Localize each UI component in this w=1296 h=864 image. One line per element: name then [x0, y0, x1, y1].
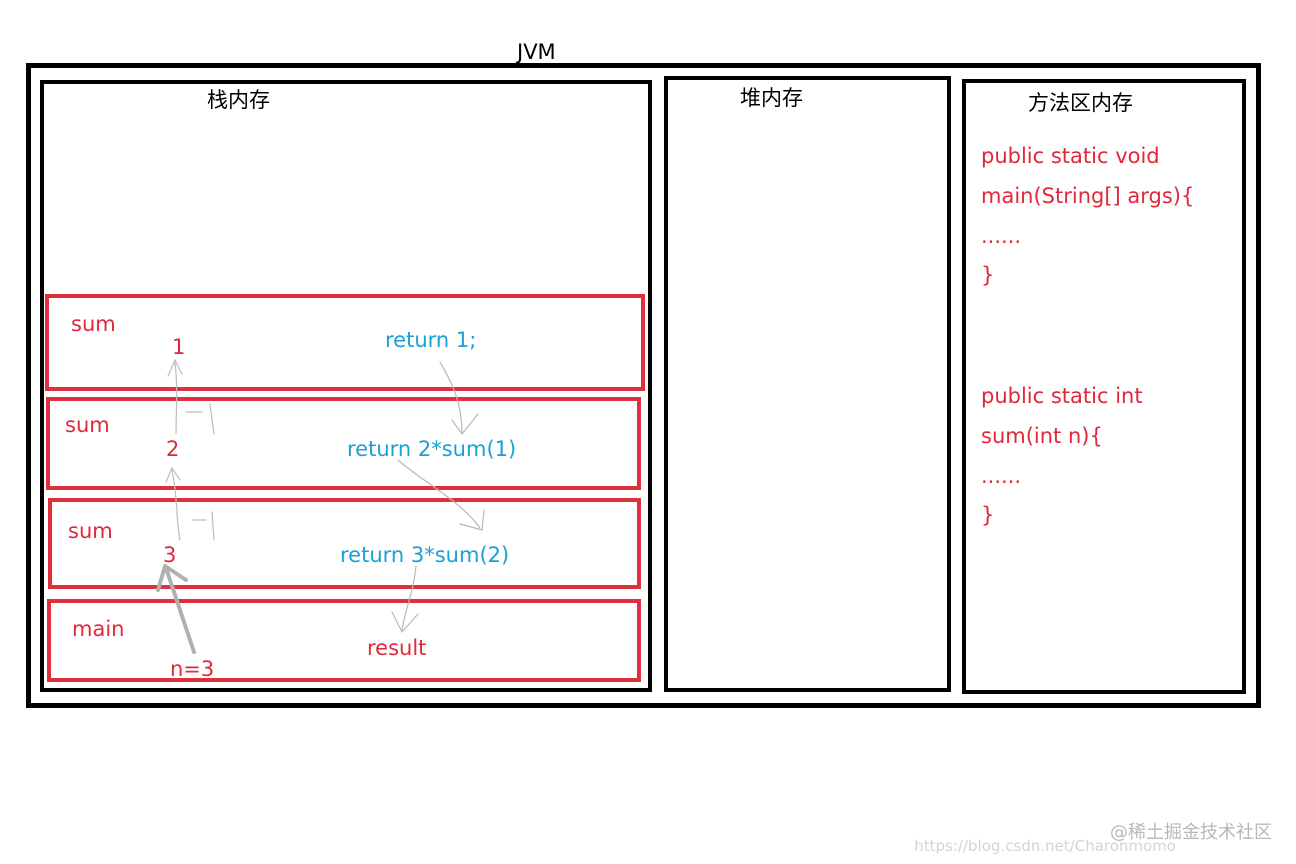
watermark: @稀土掘金技术社区 [1110, 822, 1272, 843]
stack-memory-area [40, 80, 652, 692]
code-line: ...... [981, 464, 1022, 488]
code-line: } [981, 263, 995, 287]
frame-code: return 1; [385, 328, 477, 352]
frame-name: sum [68, 519, 113, 543]
jvm-frame [26, 63, 1261, 708]
code-line: main(String[] args){ [981, 184, 1195, 208]
code-line: public static void [981, 144, 1160, 168]
heap-memory-title: 堆内存 [740, 86, 803, 110]
method-area-title: 方法区内存 [1028, 91, 1133, 115]
stack-frame-sum-1 [45, 294, 645, 391]
code-line: ...... [981, 224, 1022, 248]
watermark-url: https://blog.csdn.net/Charonmomo [914, 837, 1176, 855]
frame-code: return 3*sum(2) [340, 543, 510, 567]
frame-name: main [72, 617, 125, 641]
frame-code: result [367, 636, 427, 660]
code-line: public static int [981, 384, 1143, 408]
frame-value: n=3 [170, 657, 215, 681]
frame-code: return 2*sum(1) [347, 437, 517, 461]
frame-value: 2 [166, 437, 180, 461]
stack-frame-sum-3 [48, 498, 641, 589]
jvm-title: JVM [517, 40, 556, 64]
method-area [962, 79, 1246, 694]
frame-value: 3 [163, 543, 177, 567]
frame-name: sum [65, 413, 110, 437]
frame-name: sum [71, 312, 116, 336]
stack-frame-main [47, 599, 641, 682]
code-line: sum(int n){ [981, 424, 1103, 448]
frame-value: 1 [172, 335, 186, 359]
stack-frame-sum-2 [46, 397, 641, 490]
stack-memory-title: 栈内存 [207, 88, 270, 112]
heap-memory-area [664, 76, 951, 692]
code-line: } [981, 503, 995, 527]
